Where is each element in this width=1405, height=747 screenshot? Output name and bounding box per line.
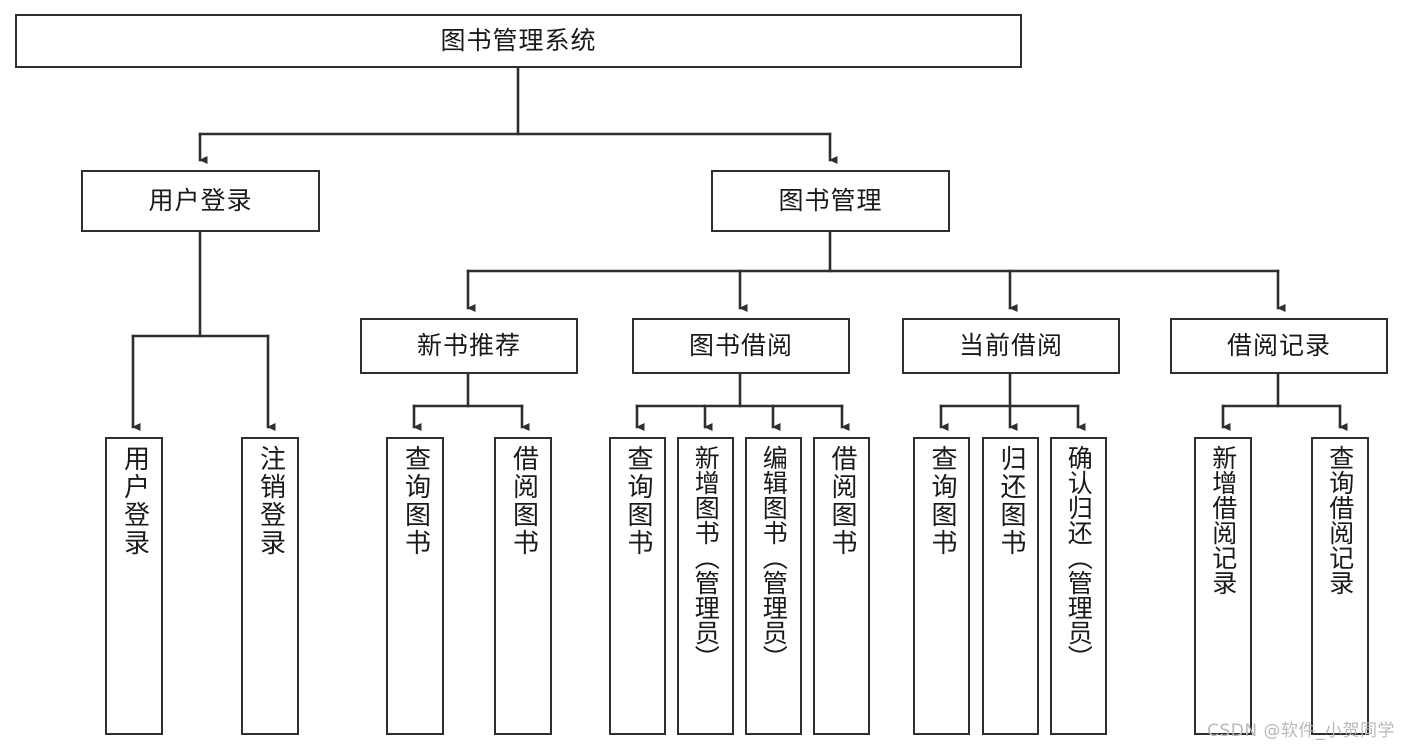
node-label: 图书管理系统 <box>440 26 597 55</box>
leaf-label: 查询借阅记录 <box>1325 445 1355 595</box>
leaf-borrow-query-book[interactable]: 查询图书 <box>609 437 666 735</box>
leaf-borrow-borrow-book[interactable]: 借阅图书 <box>813 437 870 735</box>
leaf-current-confirm-return-admin[interactable]: 确认归还（管理员） <box>1050 437 1107 735</box>
node-current-borrow[interactable]: 当前借阅 <box>902 318 1120 374</box>
leaf-label: 查询图书 <box>623 445 654 557</box>
leaf-label: 查询图书 <box>400 445 431 557</box>
leaf-label: 新增借阅记录 <box>1208 445 1238 595</box>
leaf-user-logout[interactable]: 注销登录 <box>241 437 299 735</box>
leaf-label: 新增图书（管理员） <box>691 445 721 670</box>
leaf-newbook-query-book[interactable]: 查询图书 <box>386 437 444 735</box>
leaf-records-add-record[interactable]: 新增借阅记录 <box>1194 437 1252 735</box>
leaf-current-return-book[interactable]: 归还图书 <box>982 437 1039 735</box>
node-label: 图书管理 <box>778 186 883 215</box>
node-label: 新书推荐 <box>416 331 521 360</box>
node-label: 图书借阅 <box>688 331 793 360</box>
leaf-label: 用户登录 <box>119 445 150 557</box>
watermark: CSDN @软件_小贺同学 <box>1207 721 1395 741</box>
leaf-label: 借阅图书 <box>827 445 858 557</box>
leaf-user-login[interactable]: 用户登录 <box>105 437 163 735</box>
leaf-label: 确认归还（管理员） <box>1064 445 1094 670</box>
leaf-label: 注销登录 <box>255 445 286 557</box>
node-label: 用户登录 <box>148 186 253 215</box>
node-label: 当前借阅 <box>958 331 1063 360</box>
leaf-borrow-add-book-admin[interactable]: 新增图书（管理员） <box>677 437 734 735</box>
node-user-login[interactable]: 用户登录 <box>81 170 320 232</box>
leaf-newbook-borrow-book[interactable]: 借阅图书 <box>494 437 552 735</box>
leaf-label: 借阅图书 <box>508 445 539 557</box>
node-new-book-recommend[interactable]: 新书推荐 <box>360 318 578 374</box>
node-label: 借阅记录 <box>1226 331 1331 360</box>
leaf-records-query-record[interactable]: 查询借阅记录 <box>1311 437 1369 735</box>
node-book-management[interactable]: 图书管理 <box>711 170 950 232</box>
leaf-label: 编辑图书（管理员） <box>759 445 789 670</box>
leaf-label: 查询图书 <box>927 445 958 557</box>
node-borrow-records[interactable]: 借阅记录 <box>1170 318 1388 374</box>
node-book-borrow[interactable]: 图书借阅 <box>632 318 850 374</box>
node-root-system[interactable]: 图书管理系统 <box>15 14 1022 68</box>
leaf-borrow-edit-book-admin[interactable]: 编辑图书（管理员） <box>745 437 802 735</box>
leaf-label: 归还图书 <box>996 445 1027 557</box>
leaf-current-query-book[interactable]: 查询图书 <box>913 437 970 735</box>
